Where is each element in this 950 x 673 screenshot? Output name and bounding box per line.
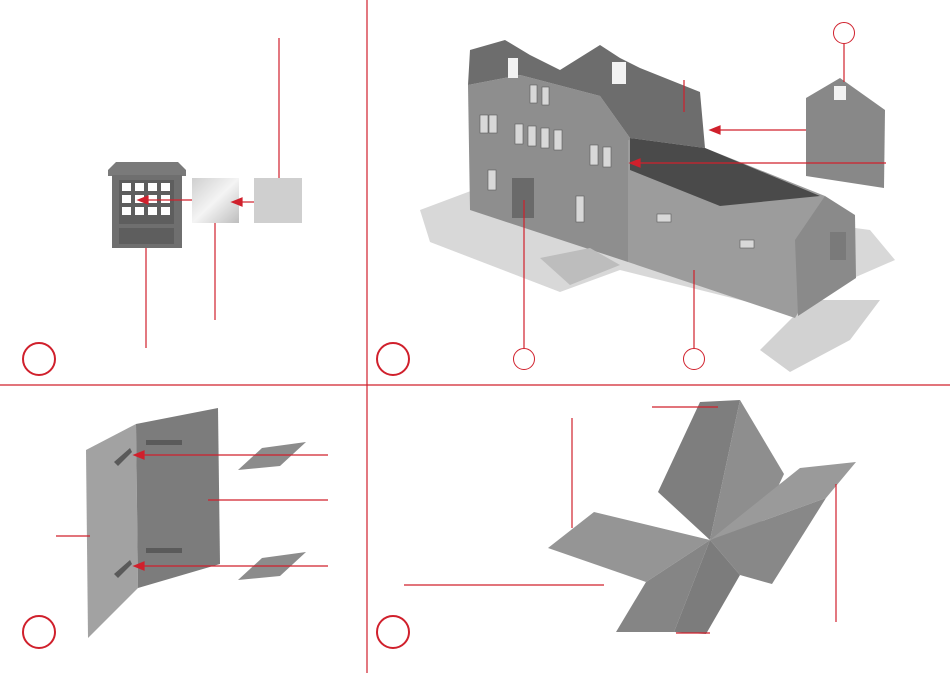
callout-front-door [513, 348, 535, 370]
step-3-number [22, 615, 56, 649]
step-4-panel [404, 400, 856, 634]
glazing-sheet-icon [192, 178, 239, 223]
step-4-number [376, 615, 410, 649]
step-1-panel [108, 38, 302, 348]
step-2-number [376, 342, 410, 376]
callout-side-wall [683, 348, 705, 370]
gable-wall-icon [806, 78, 885, 188]
roof-part-icon [548, 400, 856, 634]
step-2-panel [420, 40, 895, 372]
step-3-panel [56, 408, 328, 638]
roof-part-icon [238, 442, 306, 580]
window-frame-icon [108, 162, 186, 248]
callout-right-gable [833, 22, 855, 44]
step-1-number [22, 342, 56, 376]
curtain-sheet-icon [254, 178, 302, 223]
